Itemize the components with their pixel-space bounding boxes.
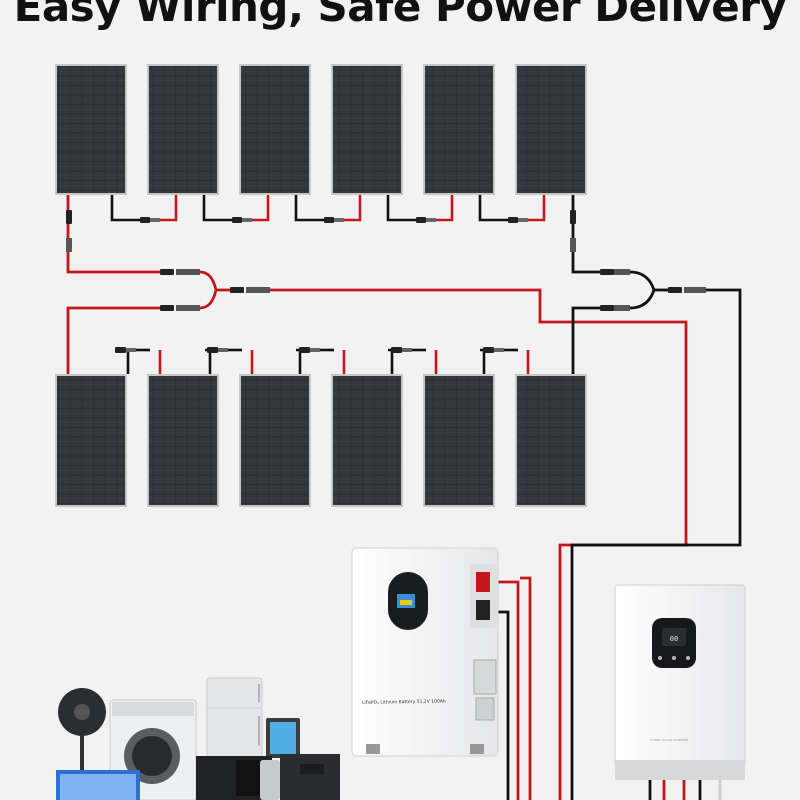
solar-panel-icon	[147, 374, 219, 507]
inverter-label: HYBRID SOLAR INVERTER	[650, 738, 689, 742]
series-wiring-top	[110, 195, 546, 222]
solar-panel-icon	[423, 374, 495, 507]
appliance-icon	[260, 760, 280, 800]
series-wiring-bottom	[115, 348, 530, 374]
appliance-icon	[56, 770, 140, 800]
solar-panel-icon	[239, 374, 311, 507]
svg-text:00: 00	[670, 635, 678, 643]
solar-array-top	[55, 64, 587, 195]
appliance-icon	[58, 688, 106, 786]
branch-connector-icon	[66, 210, 706, 311]
solar-panel-icon	[331, 374, 403, 507]
solar-panel-icon	[239, 64, 311, 195]
inverter-output-wiring	[648, 780, 722, 800]
appliances	[56, 677, 340, 800]
solar-panel-icon	[515, 64, 587, 195]
solar-panel-icon	[55, 64, 127, 195]
solar-panel-icon	[515, 374, 587, 507]
solar-array-bottom	[55, 374, 587, 507]
solar-panel-icon	[331, 64, 403, 195]
mc4-connector-icon	[115, 347, 504, 353]
inverter-icon: 00	[614, 584, 746, 780]
appliance-icon	[266, 718, 300, 758]
appliance-icon	[280, 754, 340, 800]
solar-panel-icon	[147, 64, 219, 195]
solar-panel-icon	[423, 64, 495, 195]
page-title: Easy Wiring, Safe Power Delivery	[13, 0, 787, 31]
battery-icon	[351, 547, 499, 757]
solar-panel-icon	[55, 374, 127, 507]
mc4-connector-icon	[140, 217, 528, 223]
